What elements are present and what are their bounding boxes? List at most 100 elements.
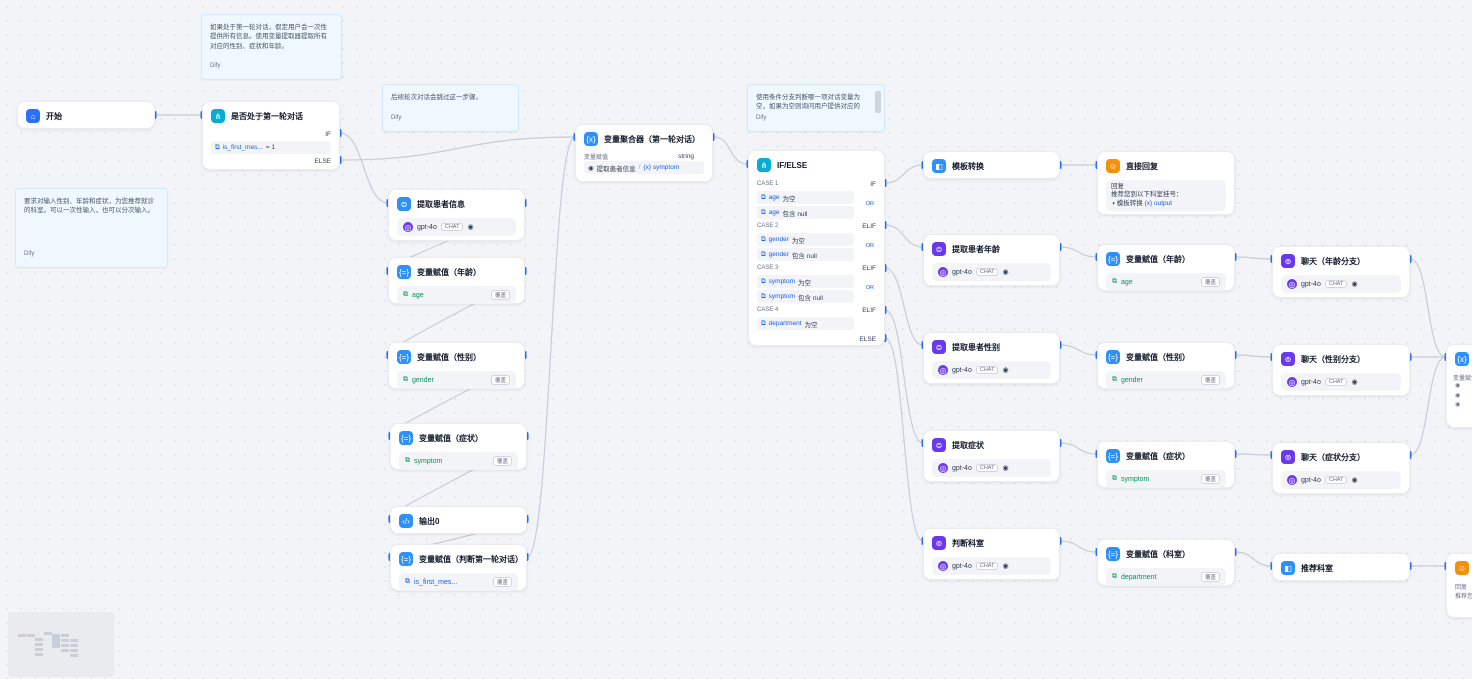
- assign-var: gender: [412, 376, 434, 384]
- if-first-round-node[interactable]: ⋔是否处于第一轮对话 IF ⧉is_first_mes...= 1 ELSE: [202, 101, 340, 170]
- edge[interactable]: [1059, 344, 1098, 356]
- edge[interactable]: [712, 136, 749, 165]
- logic-operator[interactable]: OR: [865, 201, 874, 207]
- partial-reply-node[interactable]: ☺ 回复 推荐您: [1446, 553, 1472, 618]
- node-title: 提取症状: [952, 440, 984, 450]
- assign-icon: {=}: [1106, 449, 1120, 463]
- output0-node[interactable]: ‹/›输出0: [390, 506, 527, 534]
- minimap[interactable]: [8, 612, 114, 677]
- direct-reply-node[interactable]: ☺直接回复 回复 推荐您到以下科室挂号： ◑ 模板转换 {x} output: [1097, 151, 1235, 215]
- edge[interactable]: [1409, 258, 1447, 358]
- op-badge: 覆盖: [490, 290, 510, 300]
- edge[interactable]: [1059, 540, 1098, 553]
- answer-icon: ☺: [1455, 561, 1469, 575]
- edge[interactable]: [1234, 453, 1273, 456]
- edge[interactable]: [884, 224, 924, 248]
- edge[interactable]: [884, 337, 924, 542]
- eye-icon: ◉: [1002, 465, 1009, 472]
- agg-source: 提取患者信息: [596, 165, 636, 173]
- condition-var: is_first_mes...: [222, 144, 263, 151]
- note-skip[interactable]: 后续轮次对话会跳过这一步骤。 Dify: [382, 84, 519, 132]
- start-node[interactable]: ⌂开始: [17, 101, 155, 129]
- partial-aggregator-node[interactable]: {x} 变量赋值 ◉◉◉: [1446, 344, 1472, 428]
- node-title: 聊天（症状分支）: [1301, 452, 1365, 462]
- condition-op: 为空: [782, 195, 796, 203]
- template-icon: ◧: [932, 159, 946, 173]
- condition-var: age: [768, 209, 780, 216]
- condition-var: department: [768, 320, 802, 327]
- case-label: CASE 4: [757, 307, 779, 313]
- model-name: gpt-4o: [952, 268, 972, 276]
- note-first-round[interactable]: 如果处于第一轮对话，假定用户会一次性提供所有信息。使用变量提取器提取所有对应的性…: [201, 14, 342, 80]
- assign-first-round-node[interactable]: {=}变量赋值（判断第一轮对话） ⧉is_first_mes...覆盖: [390, 544, 527, 591]
- edge[interactable]: [1059, 442, 1098, 455]
- node-title: 推荐科室: [1301, 563, 1333, 573]
- edge[interactable]: [1234, 551, 1273, 567]
- edge[interactable]: [1409, 356, 1447, 456]
- node-title: 变量赋值（年龄）: [1126, 254, 1190, 264]
- model-name: gpt-4o: [952, 366, 972, 374]
- reply-label: 回复: [1111, 183, 1124, 190]
- llm-icon: ⊚: [1281, 352, 1295, 366]
- edge[interactable]: [339, 136, 576, 161]
- recommend-node[interactable]: ◧推荐科室: [1272, 553, 1410, 581]
- eye-icon: ◉: [1002, 367, 1009, 374]
- node-title: 提取患者性别: [952, 342, 1000, 352]
- edge[interactable]: [339, 132, 389, 204]
- edge[interactable]: [884, 267, 924, 346]
- logic-operator[interactable]: OR: [865, 285, 874, 291]
- logic-operator[interactable]: OR: [865, 243, 874, 249]
- edge[interactable]: [526, 136, 576, 558]
- edge[interactable]: [884, 309, 924, 444]
- model-name: gpt-4o: [1301, 378, 1321, 386]
- model-name: gpt-4o: [417, 223, 437, 231]
- condition-op: 包含 null: [798, 294, 823, 302]
- node-title: 变量赋值（症状）: [1126, 451, 1190, 461]
- reply-label: 回复: [1455, 585, 1468, 591]
- variable-icon: ⧉: [761, 193, 766, 201]
- template-node[interactable]: ◧模板转换: [923, 151, 1060, 179]
- assign-var: symptom: [1121, 475, 1150, 483]
- op-badge: 覆盖: [490, 375, 510, 385]
- model-name: gpt-4o: [952, 562, 972, 570]
- edge[interactable]: [1234, 256, 1273, 260]
- note-intro[interactable]: 要求对输入性别、年龄和症状，为您推荐就诊的科室。可以一次性输入，也可以分次输入。…: [15, 188, 168, 268]
- note-scrollbar[interactable]: [875, 91, 881, 113]
- case-label: CASE 1: [757, 181, 779, 187]
- note-ifelse[interactable]: 使用条件分支判断哪一项对话变量为空，如果为空则询问用户提供对应的 Dify: [747, 84, 885, 132]
- op-badge: 覆盖: [1200, 572, 1220, 582]
- node-title: 提取患者信息: [417, 199, 465, 209]
- op-badge: 覆盖: [1200, 375, 1220, 385]
- agg-var: {x} symptom: [643, 164, 680, 171]
- assign-var: age: [412, 291, 424, 299]
- model-icon: ◎: [938, 561, 948, 571]
- edge[interactable]: [884, 164, 924, 184]
- edge[interactable]: [1234, 354, 1273, 358]
- edge[interactable]: [1059, 246, 1098, 258]
